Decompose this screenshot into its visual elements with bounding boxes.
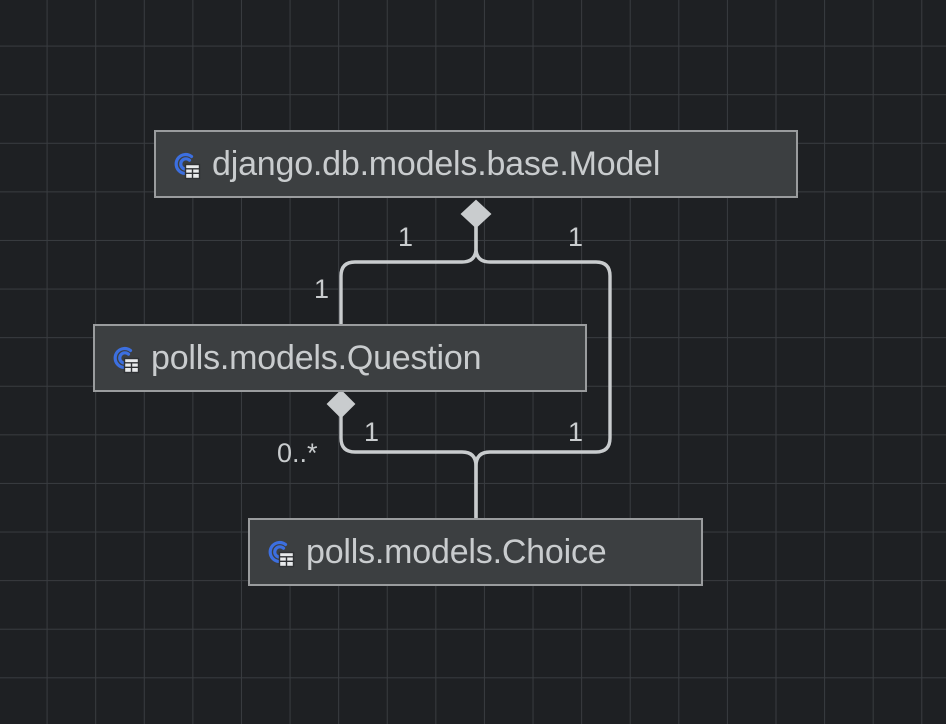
multiplicity-question-many: 0..* xyxy=(277,438,318,468)
python-class-table-icon xyxy=(174,152,201,180)
multiplicity-model-left: 1 xyxy=(398,222,414,252)
aggregation-diamond-model xyxy=(460,199,492,229)
multiplicity-choice-right: 1 xyxy=(568,417,584,447)
multiplicity-choice-left: 1 xyxy=(364,417,380,447)
edge-question-choice xyxy=(339,415,478,520)
node-label: django.db.models.base.Model xyxy=(212,145,661,183)
node-question[interactable]: polls.models.Question xyxy=(93,324,587,392)
python-class-table-icon xyxy=(113,346,140,374)
node-choice[interactable]: polls.models.Choice xyxy=(248,518,703,586)
node-label: polls.models.Question xyxy=(151,339,482,377)
multiplicity-model-right: 1 xyxy=(568,222,584,252)
python-class-table-icon xyxy=(268,540,295,568)
aggregation-diamond-question xyxy=(326,389,356,419)
node-model[interactable]: django.db.models.base.Model xyxy=(154,130,798,198)
node-label: polls.models.Choice xyxy=(306,533,607,571)
multiplicity-question-top: 1 xyxy=(314,274,330,304)
